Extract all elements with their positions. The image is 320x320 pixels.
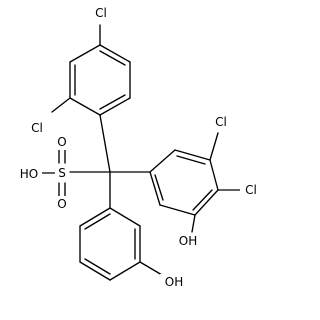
bond — [99, 44, 131, 63]
molecule-structure: Cl Cl Cl Cl HO S O O OH OH — [16, 5, 262, 290]
oxygen-label: O — [57, 197, 66, 211]
bond — [69, 97, 101, 116]
sulfur-label: S — [58, 166, 66, 180]
atom-labels: Cl Cl Cl Cl HO S O O OH OH — [16, 5, 262, 290]
double-bond — [192, 189, 213, 211]
ring-dichlorophenyl — [51, 24, 131, 116]
ring-dichloro-hydroxyphenyl — [149, 132, 241, 233]
bond — [209, 159, 219, 191]
bond — [79, 261, 111, 281]
bond-to-oh — [191, 214, 196, 233]
sulfonic-acid-group — [41, 148, 66, 197]
oxygen-label: O — [57, 135, 66, 149]
double-bond — [84, 213, 111, 230]
ring-hydroxyphenyl — [79, 207, 163, 281]
bond-ring-a-to-center — [99, 114, 111, 173]
double-bond — [99, 50, 126, 66]
bond — [174, 149, 211, 161]
double-bond — [99, 94, 126, 110]
structure-canvas: Cl Cl Cl Cl HO S O O OH OH — [16, 5, 262, 290]
chlorine-label: Cl — [95, 6, 107, 20]
bond — [69, 44, 101, 63]
bond — [109, 261, 141, 281]
bond-to-oh — [139, 261, 163, 276]
bond — [79, 207, 111, 227]
double-bond — [154, 174, 164, 201]
bond — [99, 97, 131, 116]
bond — [149, 171, 161, 206]
bond — [109, 207, 141, 227]
bond-to-cl — [51, 97, 71, 113]
bond — [149, 149, 176, 173]
bond-to-cl — [209, 132, 219, 161]
chlorine-label: Cl — [31, 121, 43, 135]
double-bond — [84, 258, 111, 275]
hydroxyl-label: OH — [165, 275, 183, 289]
double-bond — [176, 155, 206, 165]
bond — [194, 189, 219, 216]
bond — [159, 204, 196, 216]
chlorine-label: Cl — [245, 183, 257, 197]
hydroxyl-label: HO — [20, 167, 38, 181]
chlorine-label: Cl — [215, 115, 227, 129]
hydroxyl-label: OH — [179, 234, 197, 248]
